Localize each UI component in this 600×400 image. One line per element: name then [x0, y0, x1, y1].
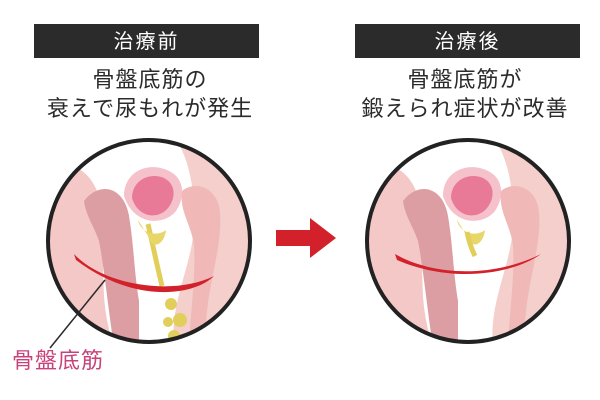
- urine-fill: [457, 220, 485, 245]
- leak-drop: [173, 313, 187, 327]
- urine-fill: [138, 220, 166, 245]
- after-panel: 治療後 骨盤底筋が 鍛えられ症状が改善: [300, 0, 600, 400]
- after-label: 治療後: [355, 24, 580, 58]
- leak-drop: [163, 317, 173, 327]
- pelvic-floor-muscle: [395, 254, 541, 275]
- pelvic-floor-muscle-label: 骨盤底筋: [12, 349, 105, 374]
- bladder: [132, 176, 174, 216]
- diagram-border: [46, 138, 252, 344]
- after-caption: 骨盤底筋が 鍛えられ症状が改善: [335, 66, 595, 124]
- after-pelvis-diagram: [365, 138, 571, 344]
- bowel: [500, 186, 540, 342]
- before-caption: 骨盤底筋の 衰えで尿もれが発生: [20, 66, 280, 124]
- after-caption-line-2: 鍛えられ症状が改善: [361, 97, 569, 122]
- urethra: [145, 223, 165, 287]
- before-panel: 治療前 骨盤底筋の 衰えで尿もれが発生: [20, 24, 280, 344]
- bladder: [451, 176, 493, 216]
- after-caption-line-1: 骨盤底筋が: [407, 68, 523, 93]
- arrow-icon: [276, 218, 336, 258]
- urethra: [464, 231, 478, 258]
- before-caption-line-2: 衰えで尿もれが発生: [46, 97, 254, 122]
- before-pelvis-diagram: [46, 138, 252, 344]
- before-caption-line-1: 骨盤底筋の: [92, 68, 208, 93]
- diagram-border: [365, 138, 571, 344]
- tissue-inner: [84, 189, 139, 342]
- before-label: 治療前: [34, 24, 259, 58]
- bowel: [181, 186, 221, 342]
- leak-drop: [165, 298, 177, 310]
